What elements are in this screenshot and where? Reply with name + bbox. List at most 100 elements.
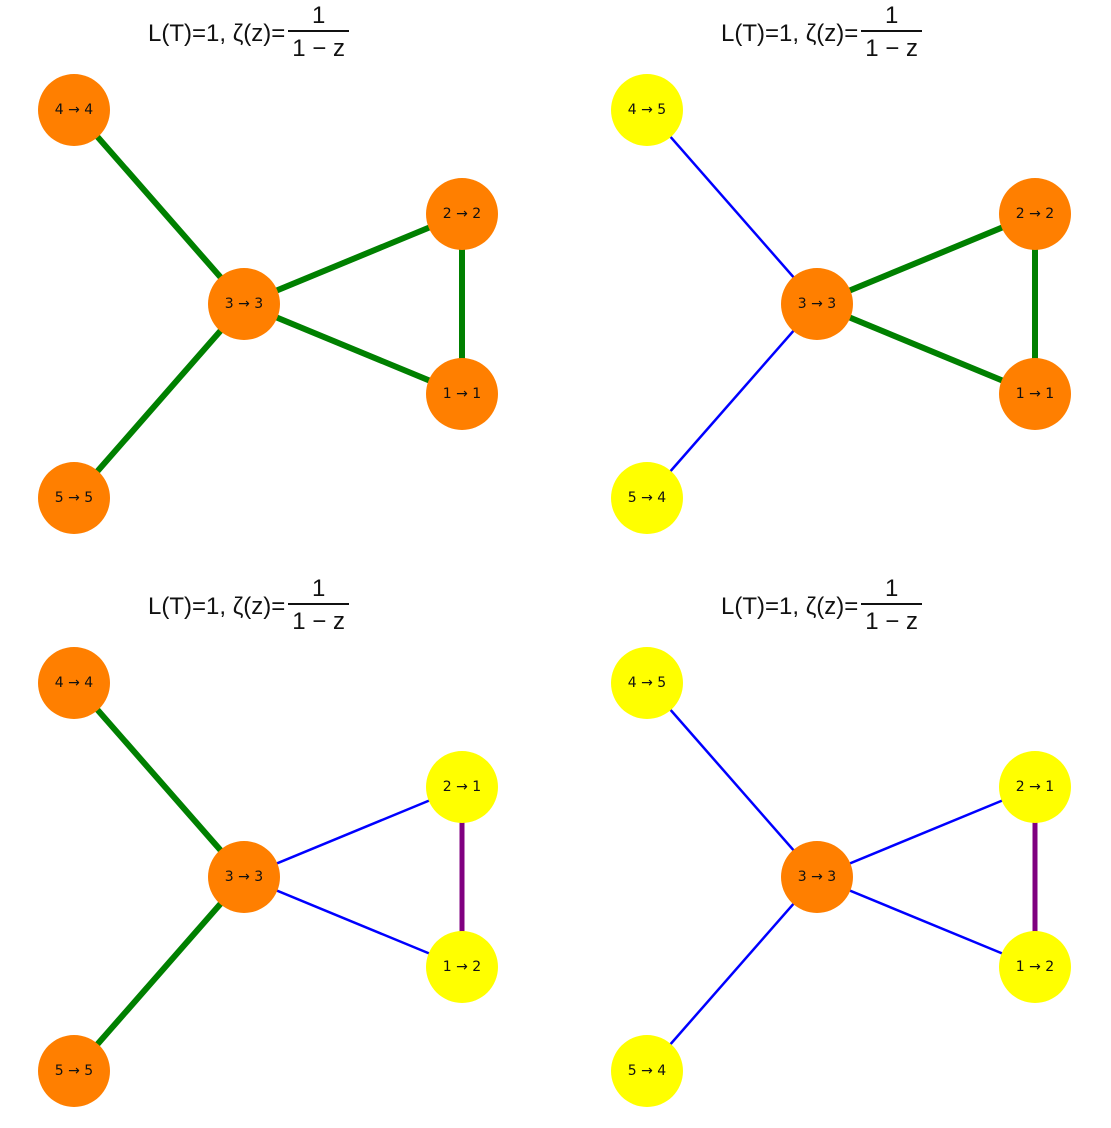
title-fraction: 1 1 − z <box>288 575 349 639</box>
node-label: 2 → 2 <box>1016 206 1054 222</box>
fraction-denominator: 1 − z <box>865 607 918 635</box>
node-label: 3 → 3 <box>798 296 836 312</box>
panel-title: L(T)=1, ζ(z)= 1 1 − z <box>573 573 1111 653</box>
graph-node-1: 1 → 1 <box>426 358 498 430</box>
graph-node-4: 4 → 5 <box>611 74 683 146</box>
node-label: 1 → 1 <box>1016 386 1054 402</box>
node-circle <box>426 358 498 430</box>
fraction-numerator: 1 <box>311 2 326 29</box>
graph-edge-4-3 <box>71 108 247 306</box>
graph-node-3: 3 → 3 <box>781 268 853 340</box>
graph-edge-5-3 <box>71 302 247 500</box>
graph-node-4: 4 → 4 <box>38 74 110 146</box>
node-label: 4 → 4 <box>55 102 94 118</box>
graph-node-2: 2 → 2 <box>426 178 498 250</box>
graph-edge-5-3 <box>71 875 247 1073</box>
graph-edge-3-2 <box>242 211 464 307</box>
node-circle <box>781 841 853 913</box>
graph-edge-4-3 <box>71 681 247 879</box>
node-label: 5 → 5 <box>55 1063 93 1079</box>
node-circle <box>426 751 498 823</box>
graph-canvas: 4 → 4 2 → 1 3 → 3 1 → 2 5 → 5 <box>38 647 498 1107</box>
graph-node-5: 5 → 5 <box>38 1035 110 1107</box>
node-label: 3 → 3 <box>798 869 836 885</box>
graph-edge-4-3 <box>646 682 818 878</box>
title-lhs: L(T)=1, ζ(z)= <box>148 592 286 620</box>
node-circle <box>611 1035 683 1107</box>
graph-panel: L(T)=1, ζ(z)= 1 1 − z 4 → 5 2 → 1 3 → 3 1 →… <box>573 573 1111 1128</box>
node-label: 1 → 1 <box>443 386 481 402</box>
node-circle <box>208 268 280 340</box>
node-circle <box>38 74 110 146</box>
node-label: 2 → 2 <box>443 206 481 222</box>
graph-edge-4-3 <box>646 109 818 305</box>
graph-edge-5-3 <box>646 876 818 1072</box>
graph-node-2: 2 → 1 <box>426 751 498 823</box>
fraction-bar <box>288 603 349 605</box>
graph-canvas: 4 → 5 2 → 2 3 → 3 1 → 1 5 → 4 <box>611 74 1071 534</box>
node-circle <box>426 931 498 1003</box>
node-circle <box>38 1035 110 1107</box>
node-circle <box>999 751 1071 823</box>
node-label: 3 → 3 <box>225 296 263 312</box>
graph-edge-3-2 <box>816 785 1036 879</box>
graph-node-2: 2 → 2 <box>999 178 1071 250</box>
panel-title: L(T)=1, ζ(z)= 1 1 − z <box>573 0 1111 80</box>
node-circle <box>611 74 683 146</box>
title-lhs: L(T)=1, ζ(z)= <box>148 19 286 47</box>
node-circle <box>999 358 1071 430</box>
fraction-denominator: 1 − z <box>865 34 918 62</box>
node-label: 3 → 3 <box>225 869 263 885</box>
node-circle <box>611 647 683 719</box>
fraction-denominator: 1 − z <box>292 607 345 635</box>
node-circle <box>38 462 110 534</box>
node-label: 4 → 5 <box>628 675 666 691</box>
graph-node-1: 1 → 2 <box>999 931 1071 1003</box>
panel-title: L(T)=1, ζ(z)= 1 1 − z <box>0 0 555 80</box>
graph-node-3: 3 → 3 <box>781 841 853 913</box>
node-circle <box>208 841 280 913</box>
graph-node-3: 3 → 3 <box>208 841 280 913</box>
title-fraction: 1 1 − z <box>288 2 349 66</box>
node-circle <box>38 647 110 719</box>
graph-node-5: 5 → 5 <box>38 462 110 534</box>
graph-node-1: 1 → 2 <box>426 931 498 1003</box>
title-fraction: 1 1 − z <box>861 2 922 66</box>
fraction-bar <box>861 603 922 605</box>
node-label: 5 → 4 <box>628 1063 667 1079</box>
graph-canvas: 4 → 5 2 → 1 3 → 3 1 → 2 5 → 4 <box>611 647 1071 1107</box>
node-label: 5 → 5 <box>55 490 93 506</box>
node-label: 4 → 4 <box>55 675 94 691</box>
graph-node-2: 2 → 1 <box>999 751 1071 823</box>
graph-node-1: 1 → 1 <box>999 358 1071 430</box>
graph-edge-3-2 <box>243 785 463 879</box>
node-label: 4 → 5 <box>628 102 666 118</box>
graph-node-3: 3 → 3 <box>208 268 280 340</box>
title-fraction: 1 1 − z <box>861 575 922 639</box>
graph-panel: L(T)=1, ζ(z)= 1 1 − z 4 → 4 2 → 1 3 → 3 1 →… <box>0 573 555 1128</box>
graph-node-5: 5 → 4 <box>611 1035 683 1107</box>
graph-edge-3-1 <box>815 301 1037 397</box>
node-circle <box>781 268 853 340</box>
fraction-numerator: 1 <box>311 575 326 602</box>
fraction-numerator: 1 <box>884 575 899 602</box>
node-label: 1 → 2 <box>443 959 481 975</box>
graph-edge-3-1 <box>243 875 463 969</box>
graph-canvas: 4 → 4 2 → 2 3 → 3 1 → 1 5 → 5 <box>38 74 498 534</box>
graph-node-4: 4 → 5 <box>611 647 683 719</box>
title-lhs: L(T)=1, ζ(z)= <box>721 592 859 620</box>
graph-edge-5-3 <box>646 303 818 499</box>
node-label: 2 → 1 <box>443 779 481 795</box>
fraction-bar <box>288 30 349 32</box>
node-label: 1 → 2 <box>1016 959 1054 975</box>
graph-edge-3-2 <box>815 211 1037 307</box>
graph-panel: L(T)=1, ζ(z)= 1 1 − z 4 → 5 2 → 2 3 → 3 1 →… <box>573 0 1111 555</box>
graph-node-5: 5 → 4 <box>611 462 683 534</box>
node-circle <box>611 462 683 534</box>
graph-edge-3-1 <box>242 301 464 397</box>
fraction-numerator: 1 <box>884 2 899 29</box>
node-circle <box>426 178 498 250</box>
node-circle <box>999 931 1071 1003</box>
node-circle <box>999 178 1071 250</box>
